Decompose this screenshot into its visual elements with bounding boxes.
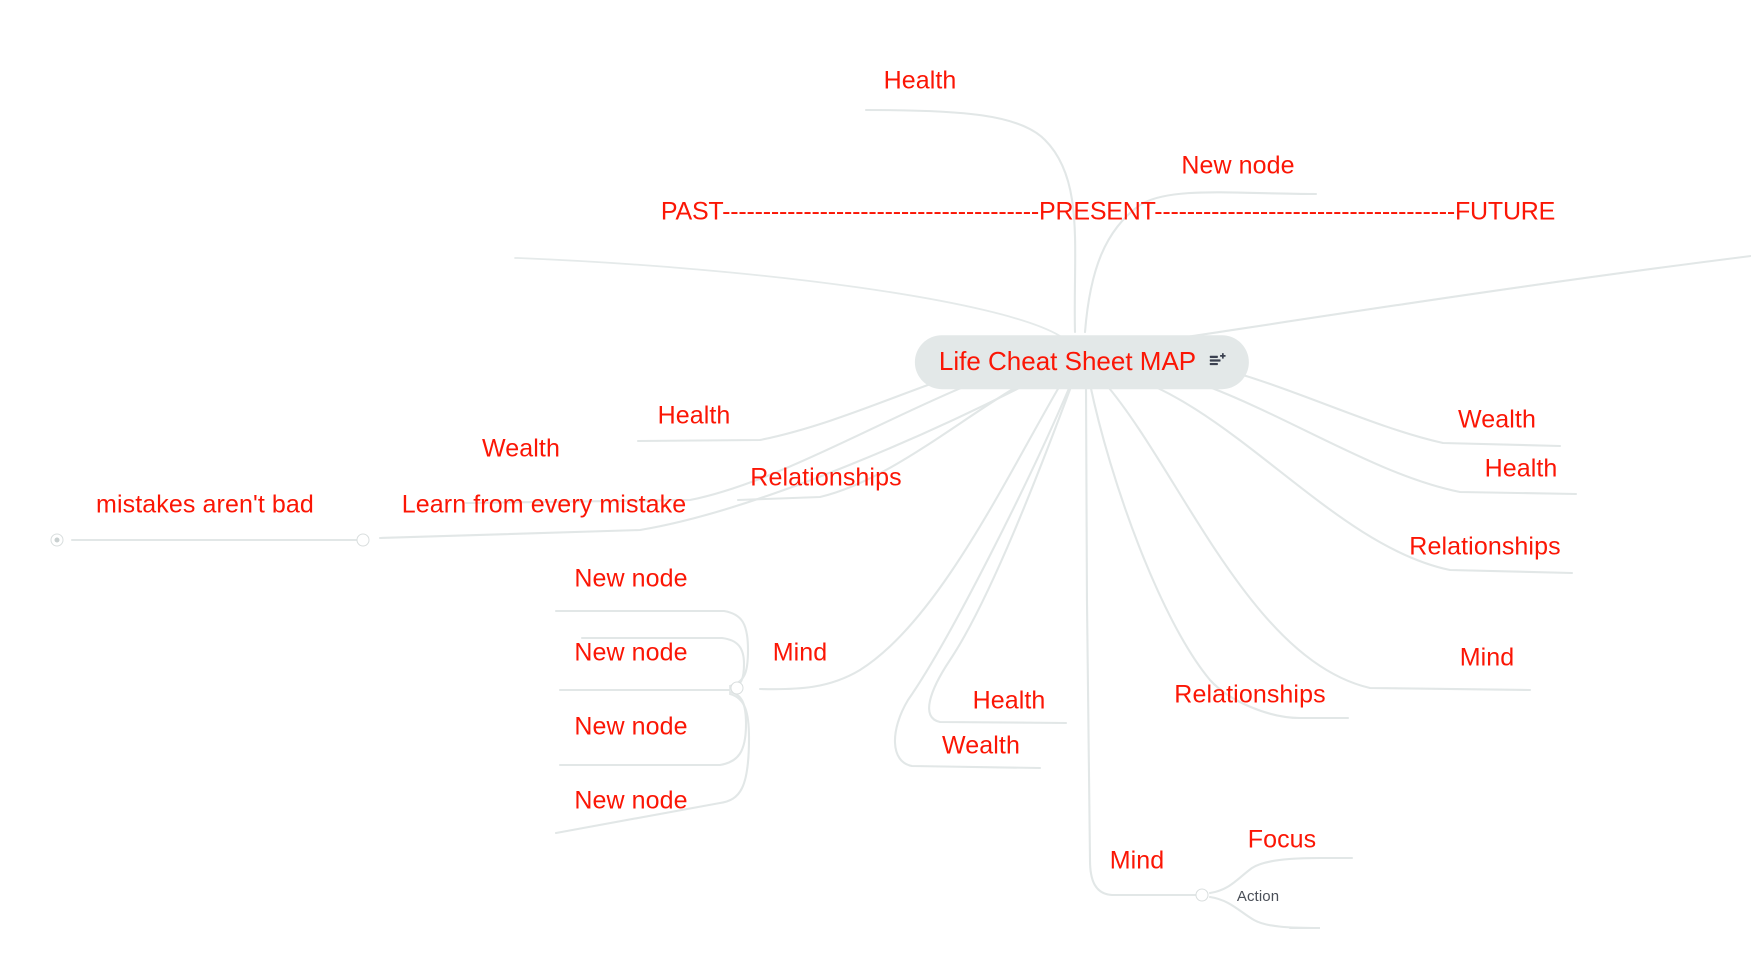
node-bottom-mind[interactable]: Mind — [1109, 846, 1165, 875]
node-left-new-node-2[interactable]: New node — [574, 638, 688, 667]
node-left-health[interactable]: Health — [657, 401, 731, 430]
node-mid-relationships[interactable]: Relationships — [1174, 680, 1326, 709]
node-right-relationships[interactable]: Relationships — [1409, 532, 1561, 561]
handle-action[interactable] — [1195, 888, 1209, 902]
node-right-health[interactable]: Health — [1484, 454, 1558, 483]
node-mid-health[interactable]: Health — [972, 686, 1046, 715]
root-node-label: Life Cheat Sheet MAP — [938, 346, 1197, 377]
node-right-wealth[interactable]: Wealth — [1458, 405, 1536, 434]
node-top-new-node[interactable]: New node — [1181, 151, 1295, 180]
node-right-mind[interactable]: Mind — [1459, 643, 1515, 672]
node-left-new-node-3[interactable]: New node — [574, 712, 688, 741]
node-mid-wealth[interactable]: Wealth — [942, 731, 1020, 760]
handle-mistakes[interactable] — [50, 533, 64, 547]
notes-add-icon[interactable] — [1209, 353, 1227, 371]
node-bottom-focus[interactable]: Focus — [1247, 825, 1317, 854]
handle-learn[interactable] — [356, 533, 370, 547]
handle-mind-left[interactable] — [730, 681, 744, 695]
node-left-new-node-4[interactable]: New node — [574, 786, 688, 815]
root-node[interactable]: Life Cheat Sheet MAP — [914, 335, 1250, 389]
node-mind-left[interactable]: Mind — [772, 638, 828, 667]
node-left-new-node-1[interactable]: New node — [574, 564, 688, 593]
node-top-health[interactable]: Health — [883, 66, 957, 95]
node-mistakes-arent-bad[interactable]: mistakes aren't bad — [96, 490, 314, 519]
node-left-relationships[interactable]: Relationships — [750, 463, 902, 492]
node-left-wealth[interactable]: Wealth — [482, 434, 560, 463]
node-bottom-action[interactable]: Action — [1236, 887, 1280, 905]
node-learn-from-mistake[interactable]: Learn from every mistake — [401, 490, 687, 519]
timeline-node[interactable]: PAST------------------------------------… — [660, 197, 1556, 226]
